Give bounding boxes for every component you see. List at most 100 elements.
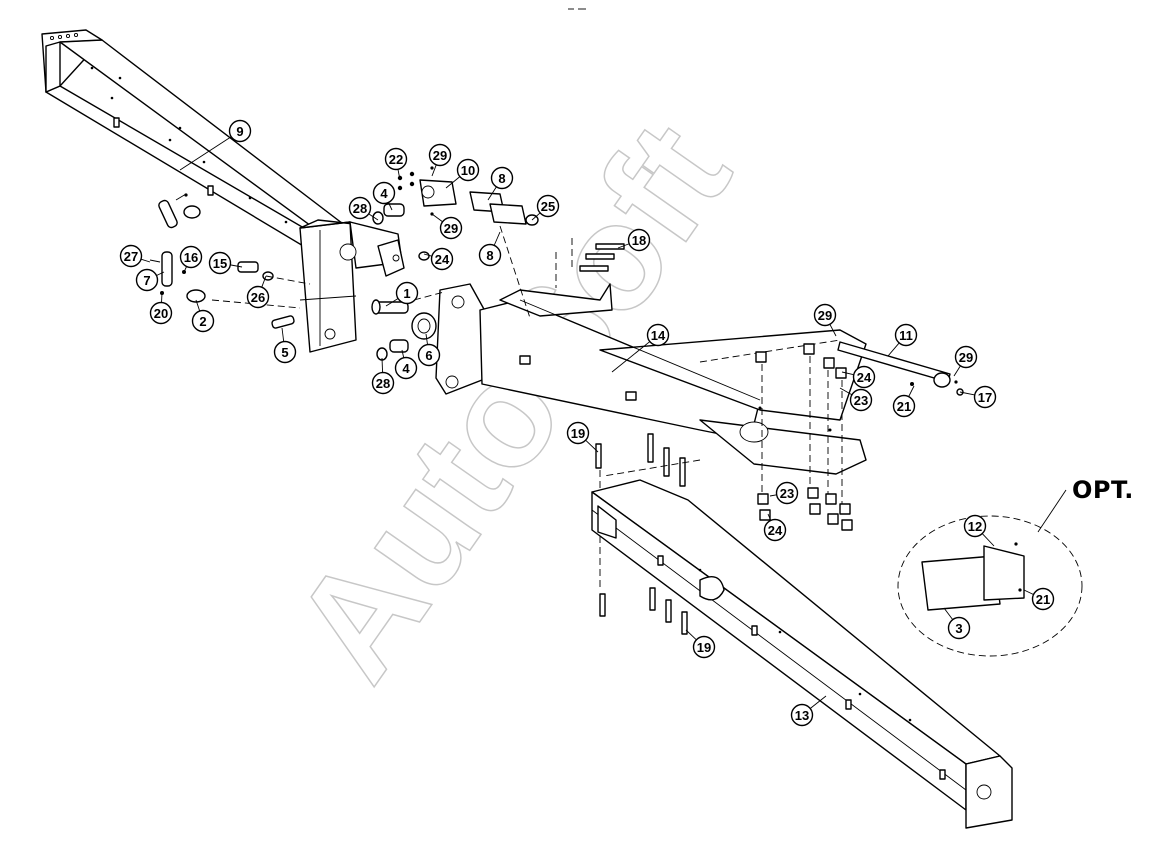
callout-circle <box>228 119 252 143</box>
callout-c8a: 8 <box>487 166 514 201</box>
callout-circle <box>894 323 918 347</box>
callout-c19b: 19 <box>685 629 716 659</box>
callout-circle <box>179 245 203 269</box>
callout-number: 12 <box>968 519 982 534</box>
callout-circle <box>394 356 418 380</box>
callout-leader <box>493 231 501 246</box>
callout-leader <box>943 607 954 620</box>
callout-c21b: 21 <box>1023 587 1055 611</box>
callout-number: 29 <box>433 148 447 163</box>
callout-leader <box>401 349 405 358</box>
callout-circle <box>478 243 502 267</box>
callout-c19a: 19 <box>566 421 599 453</box>
callout-leader <box>809 695 827 709</box>
callout-c28b: 28 <box>371 357 395 395</box>
callout-circle <box>849 388 873 412</box>
callout-c29b: 29 <box>431 213 463 240</box>
callout-number: 24 <box>857 370 872 385</box>
callout-leader <box>487 186 497 201</box>
callout-number: 28 <box>353 201 367 216</box>
callout-number: 14 <box>651 328 666 343</box>
callout-number: 29 <box>818 308 832 323</box>
center-frame-14 <box>435 283 867 475</box>
callout-number: 24 <box>768 523 783 538</box>
callout-c22: 22 <box>384 147 408 181</box>
callout-c23a: 23 <box>839 387 873 412</box>
callout-number: 28 <box>376 376 390 391</box>
cylinder-11 <box>837 341 964 396</box>
callout-leader <box>156 271 165 276</box>
callout-c4b: 4 <box>394 349 418 380</box>
callout-number: 1 <box>403 286 410 301</box>
callout-circle <box>892 394 916 418</box>
callout-leader <box>183 266 187 273</box>
hinge-bracket <box>299 219 405 353</box>
callout-circle <box>646 323 670 347</box>
callout-leader <box>981 533 995 547</box>
callout-number: 24 <box>435 252 450 267</box>
callout-circle <box>1031 587 1055 611</box>
callout-leader <box>685 629 697 641</box>
callout-number: 19 <box>697 640 711 655</box>
callout-c24b: 24 <box>841 365 876 389</box>
callout-number: 21 <box>1036 592 1050 607</box>
callout-circle <box>149 301 173 325</box>
callout-leader <box>397 169 401 181</box>
callout-c29c: 29 <box>813 303 837 337</box>
callout-c7: 7 <box>135 268 165 292</box>
callout-circle <box>627 228 651 252</box>
clevis-assembly <box>397 166 539 226</box>
callout-circle <box>348 196 372 220</box>
callout-circle <box>536 194 560 218</box>
callout-circle <box>208 251 232 275</box>
callout-leader <box>769 494 777 497</box>
callout-number: 27 <box>124 249 138 264</box>
callout-circle <box>852 365 876 389</box>
callout-leader <box>767 513 772 521</box>
callout-c25: 25 <box>531 194 560 221</box>
callout-leader <box>908 385 915 397</box>
callout-c17: 17 <box>959 385 997 409</box>
callout-number: 17 <box>978 390 992 405</box>
callout-circle <box>417 343 441 367</box>
callout-leader <box>1023 589 1034 595</box>
callout-number: 19 <box>571 426 585 441</box>
callout-number: 9 <box>236 124 243 139</box>
callout-c28a: 28 <box>348 196 379 221</box>
callout-circle <box>954 345 978 369</box>
callout-number: 23 <box>780 486 794 501</box>
callout-number: 25 <box>541 199 555 214</box>
bolts-18 <box>555 238 625 288</box>
callout-number: 3 <box>955 621 962 636</box>
callout-circle <box>790 703 814 727</box>
callout-circle <box>763 518 787 542</box>
callout-circle <box>439 216 463 240</box>
callout-leader <box>423 253 433 257</box>
callout-circle <box>963 514 987 538</box>
callout-number: 13 <box>795 708 809 723</box>
callout-c20: 20 <box>149 292 173 325</box>
callout-c10: 10 <box>445 158 480 189</box>
assembly-lines <box>211 225 701 477</box>
callout-c13: 13 <box>790 695 827 727</box>
callout-leader <box>385 298 399 307</box>
callout-leader <box>431 164 437 177</box>
callout-circle <box>395 281 419 305</box>
callout-circle <box>947 616 971 640</box>
optional-detail: OPT. <box>897 476 1133 657</box>
callout-leader <box>179 136 232 171</box>
callout-circle <box>384 147 408 171</box>
callout-c24a: 24 <box>423 247 454 271</box>
callout-circle <box>692 635 716 659</box>
callout-circle <box>273 340 297 364</box>
callout-number: 4 <box>380 186 388 201</box>
callout-circle <box>371 371 395 395</box>
callout-c3: 3 <box>943 607 971 640</box>
callout-circle <box>191 309 215 333</box>
callout-number: 8 <box>498 171 505 186</box>
callout-c11: 11 <box>887 323 918 357</box>
callout-number: 8 <box>486 248 493 263</box>
callout-number: 11 <box>899 328 913 343</box>
callout-circle <box>973 385 997 409</box>
